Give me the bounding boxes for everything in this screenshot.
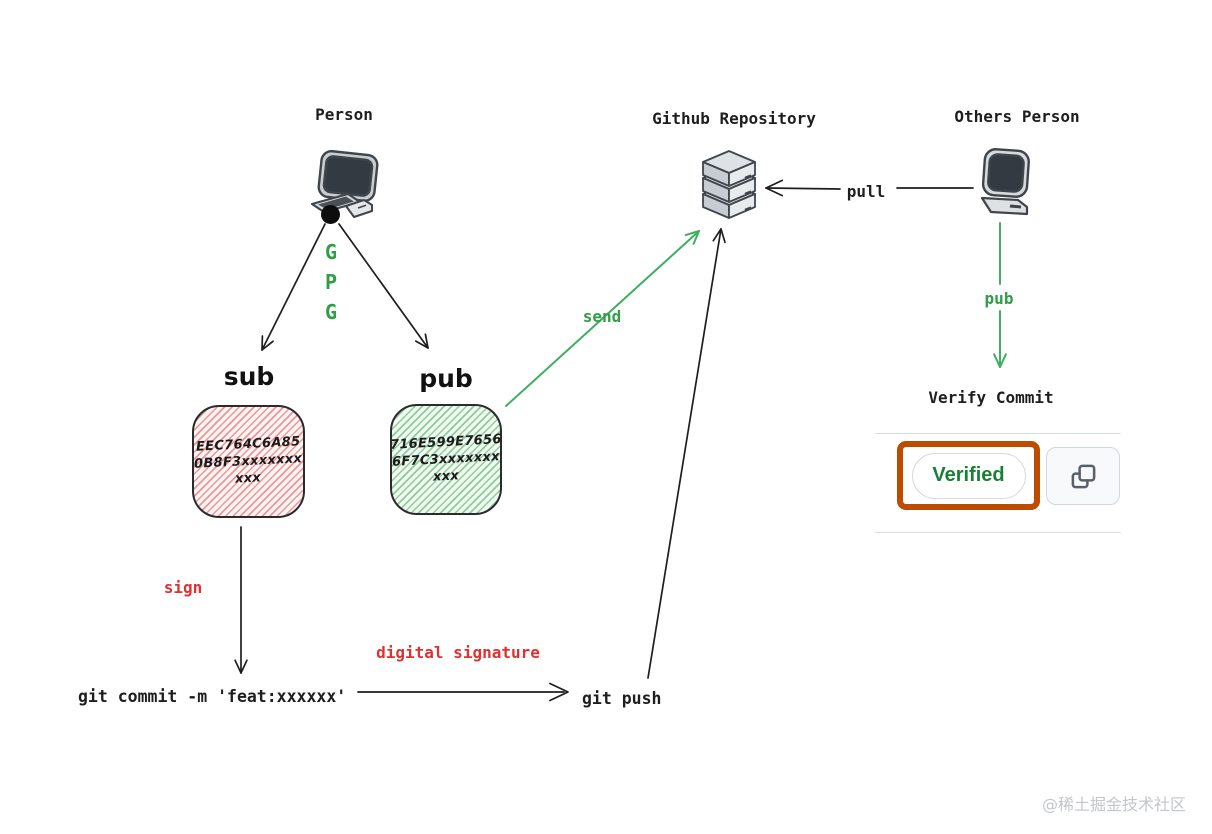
github-repository-label: Github Repository: [652, 109, 816, 128]
arrow-digital-signature: [357, 682, 569, 702]
send-edge-label: send: [582, 307, 622, 326]
person-computer-icon: [310, 150, 379, 218]
watermark: @稀土掘金技术社区: [1041, 795, 1186, 814]
git-push-command: git push: [582, 689, 662, 708]
others-person-label: Others Person: [954, 107, 1080, 126]
pub-key-text: xxx: [432, 468, 460, 485]
pull-edge-label: pull: [846, 182, 886, 201]
highlight-box: Verified: [897, 441, 1040, 510]
panel-bottom-border: [875, 532, 1121, 533]
verified-badge-label: Verified: [932, 464, 1005, 486]
gpg-label: G P G: [325, 237, 337, 327]
gpg-letter: P: [324, 270, 338, 294]
copy-button[interactable]: [1046, 447, 1120, 505]
sub-key-box: EEC764C6A85 0B8F3xxxxxxx xxx: [192, 405, 305, 518]
gpg-letter: G: [324, 300, 338, 324]
pub-edge-label: pub: [984, 289, 1014, 308]
verified-badge[interactable]: Verified: [911, 452, 1026, 499]
arrow-push-to-github: [647, 228, 726, 679]
connection-dot: [321, 205, 340, 224]
pub-key-box: 716E599E7656 6F7C3xxxxxxx xxx: [390, 404, 502, 515]
digital-signature-edge-label: digital signature: [376, 643, 540, 662]
arrow-sign: [234, 526, 248, 674]
copy-icon: [1071, 464, 1095, 488]
arrow-person-to-pub: [338, 223, 429, 349]
verify-commit-label: Verify Commit: [928, 388, 1054, 407]
panel-top-border: [875, 433, 1121, 434]
git-commit-command: git commit -m 'feat:xxxxxx': [78, 687, 347, 706]
arrow-person-to-sub: [261, 223, 326, 351]
sign-edge-label: sign: [163, 578, 203, 597]
pub-key-label: pub: [419, 364, 473, 393]
gpg-letter: G: [324, 240, 338, 264]
person-label: Person: [315, 105, 373, 124]
server-icon: [702, 150, 756, 219]
sub-key-text: xxx: [235, 470, 262, 487]
sub-key-label: sub: [223, 362, 275, 391]
crt-computer-icon: [980, 148, 1030, 216]
